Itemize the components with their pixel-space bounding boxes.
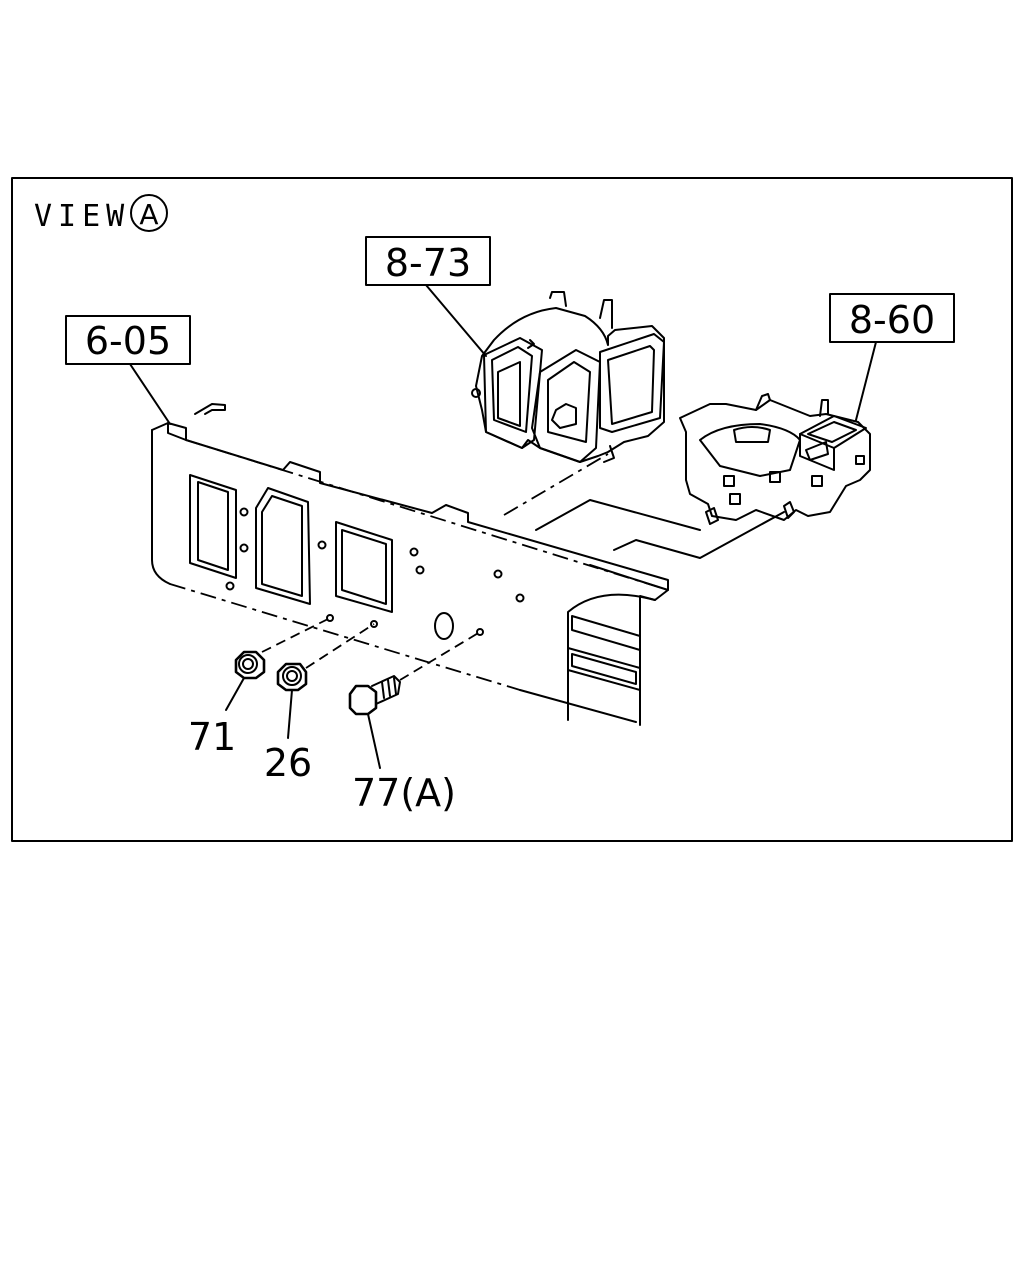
part-number-26: 26: [264, 741, 312, 785]
callout-box-605: [65, 315, 191, 365]
view-title: VIEW: [34, 199, 130, 234]
callout-box-873: [365, 236, 491, 286]
part-number-77a: 77(A): [352, 771, 456, 815]
flange-nut-26: [276, 662, 308, 692]
heater-unit: [679, 393, 871, 525]
alignment-lines: [261, 453, 785, 681]
callout-873: 8-73: [385, 241, 471, 285]
view-circle-letter: A: [139, 198, 158, 231]
dash-panel-bracket: [151, 403, 669, 691]
view-circle: [130, 194, 168, 232]
callout-605: 6-05: [85, 319, 171, 363]
diagram-frame: [11, 177, 1013, 842]
flange-nut-71: [234, 650, 266, 680]
callout-box-860: [829, 293, 955, 343]
part-number-71: 71: [188, 715, 236, 759]
blower-unit: [471, 291, 665, 463]
bolt-77a: [348, 675, 401, 716]
cross-member: [519, 564, 669, 726]
leader-lines: [129, 284, 877, 769]
callout-860: 8-60: [849, 298, 935, 342]
